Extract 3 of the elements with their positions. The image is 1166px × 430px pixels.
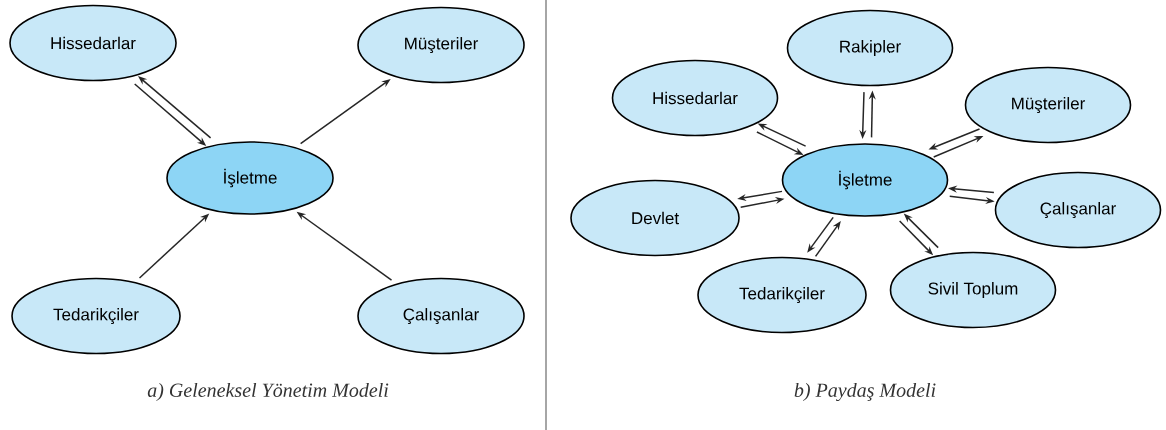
- caption: a) Geleneksel Yönetim Modeli: [147, 382, 389, 402]
- arrow: [138, 76, 212, 139]
- caption: b) Paydaş Modeli: [794, 382, 936, 402]
